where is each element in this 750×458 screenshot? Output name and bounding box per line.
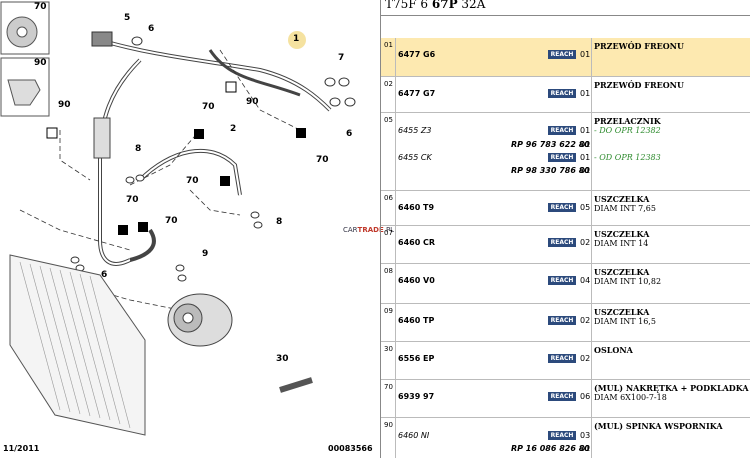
reach-badge: REACH <box>548 203 576 212</box>
clip-icon <box>7 79 41 106</box>
part-row-09[interactable]: 09 6460 TP REACH 02 USZCZELKA DIAM INT 1… <box>381 304 750 342</box>
callout-6c: 6 <box>101 270 108 280</box>
reach-badge: REACH <box>548 431 576 440</box>
callout-70f: 70 <box>165 216 178 226</box>
compressor <box>167 293 233 347</box>
reach-badge: REACH <box>548 316 576 325</box>
reach-badge: REACH <box>548 238 576 247</box>
callout-70c: 70 <box>316 155 329 165</box>
callout-8b: 8 <box>276 217 283 227</box>
dryer-cylinder <box>93 117 111 159</box>
callout-30: 30 <box>276 354 289 364</box>
callout-6b: 6 <box>346 129 353 139</box>
callout-8: 8 <box>135 144 142 154</box>
pressure-switch <box>91 31 113 47</box>
reach-badge: REACH <box>548 126 576 135</box>
callout-9: 9 <box>202 249 209 259</box>
callout-90: 90 <box>34 58 47 68</box>
sleeve <box>279 377 313 393</box>
part-row-90[interactable]: 90 6460 NI REACH 03 RP 16 086 826 80 01 … <box>381 418 750 458</box>
callout-6: 6 <box>148 24 155 34</box>
callout-1: 1 <box>293 34 300 44</box>
condenser <box>9 254 146 436</box>
part-row-02[interactable]: 02 6477 G7 REACH 01 PRZEWÓD FREONU <box>381 77 750 113</box>
callout-70: 70 <box>34 2 47 12</box>
hose-1 <box>99 38 332 112</box>
part-row-06[interactable]: 06 6460 T9 REACH 05 USZCZELKA DIAM INT 7… <box>381 191 750 226</box>
reach-badge: REACH <box>548 276 576 285</box>
part-row-07[interactable]: 07 6460 CR REACH 02 USZCZELKA DIAM INT 1… <box>381 226 750 264</box>
watermark: CARTRADE.PL <box>343 226 395 234</box>
exploded-diagram: 70 90 5 6 1 7 6 90 90 70 2 70 8 70 70 70… <box>0 1 395 453</box>
diagram-reference: 00083566 <box>328 444 373 453</box>
reach-badge: REACH <box>548 392 576 401</box>
diagram-date: 11/2011 <box>3 444 40 453</box>
part-row-05[interactable]: 05 6455 Z3 REACH 01 RP 96 783 622 80 01 … <box>381 113 750 191</box>
callout-5: 5 <box>124 13 131 23</box>
callout-70b: 70 <box>202 102 215 112</box>
reach-badge: REACH <box>548 153 576 162</box>
reach-badge: REACH <box>548 354 576 363</box>
callout-2: 2 <box>230 124 237 134</box>
callout-90b: 90 <box>246 97 259 107</box>
catalog-code: T75F 6 67P 32A <box>385 0 486 11</box>
callout-1-bg <box>288 31 306 49</box>
reach-badge: REACH <box>548 50 576 59</box>
reach-badge: REACH <box>548 89 576 98</box>
part-row-70[interactable]: 70 6939 97 REACH 06 (MUL) NAKRĘTKA + POD… <box>381 380 750 418</box>
diagram-drawing <box>0 1 356 436</box>
callout-7: 7 <box>338 53 345 63</box>
part-row-30[interactable]: 30 6556 EP REACH 02 OSLONA <box>381 342 750 380</box>
part-row-08[interactable]: 08 6460 V0 REACH 04 USZCZELKA DIAM INT 1… <box>381 264 750 304</box>
callout-70d: 70 <box>186 176 199 186</box>
callout-90c: 90 <box>58 100 71 110</box>
parts-table: T75F 6 67P 32A 01 6477 G6 REACH 01 PRZEW… <box>380 0 750 458</box>
part-row-01[interactable]: 01 6477 G6 REACH 01 PRZEWÓD FREONU <box>381 38 750 77</box>
callout-70e: 70 <box>126 195 139 205</box>
